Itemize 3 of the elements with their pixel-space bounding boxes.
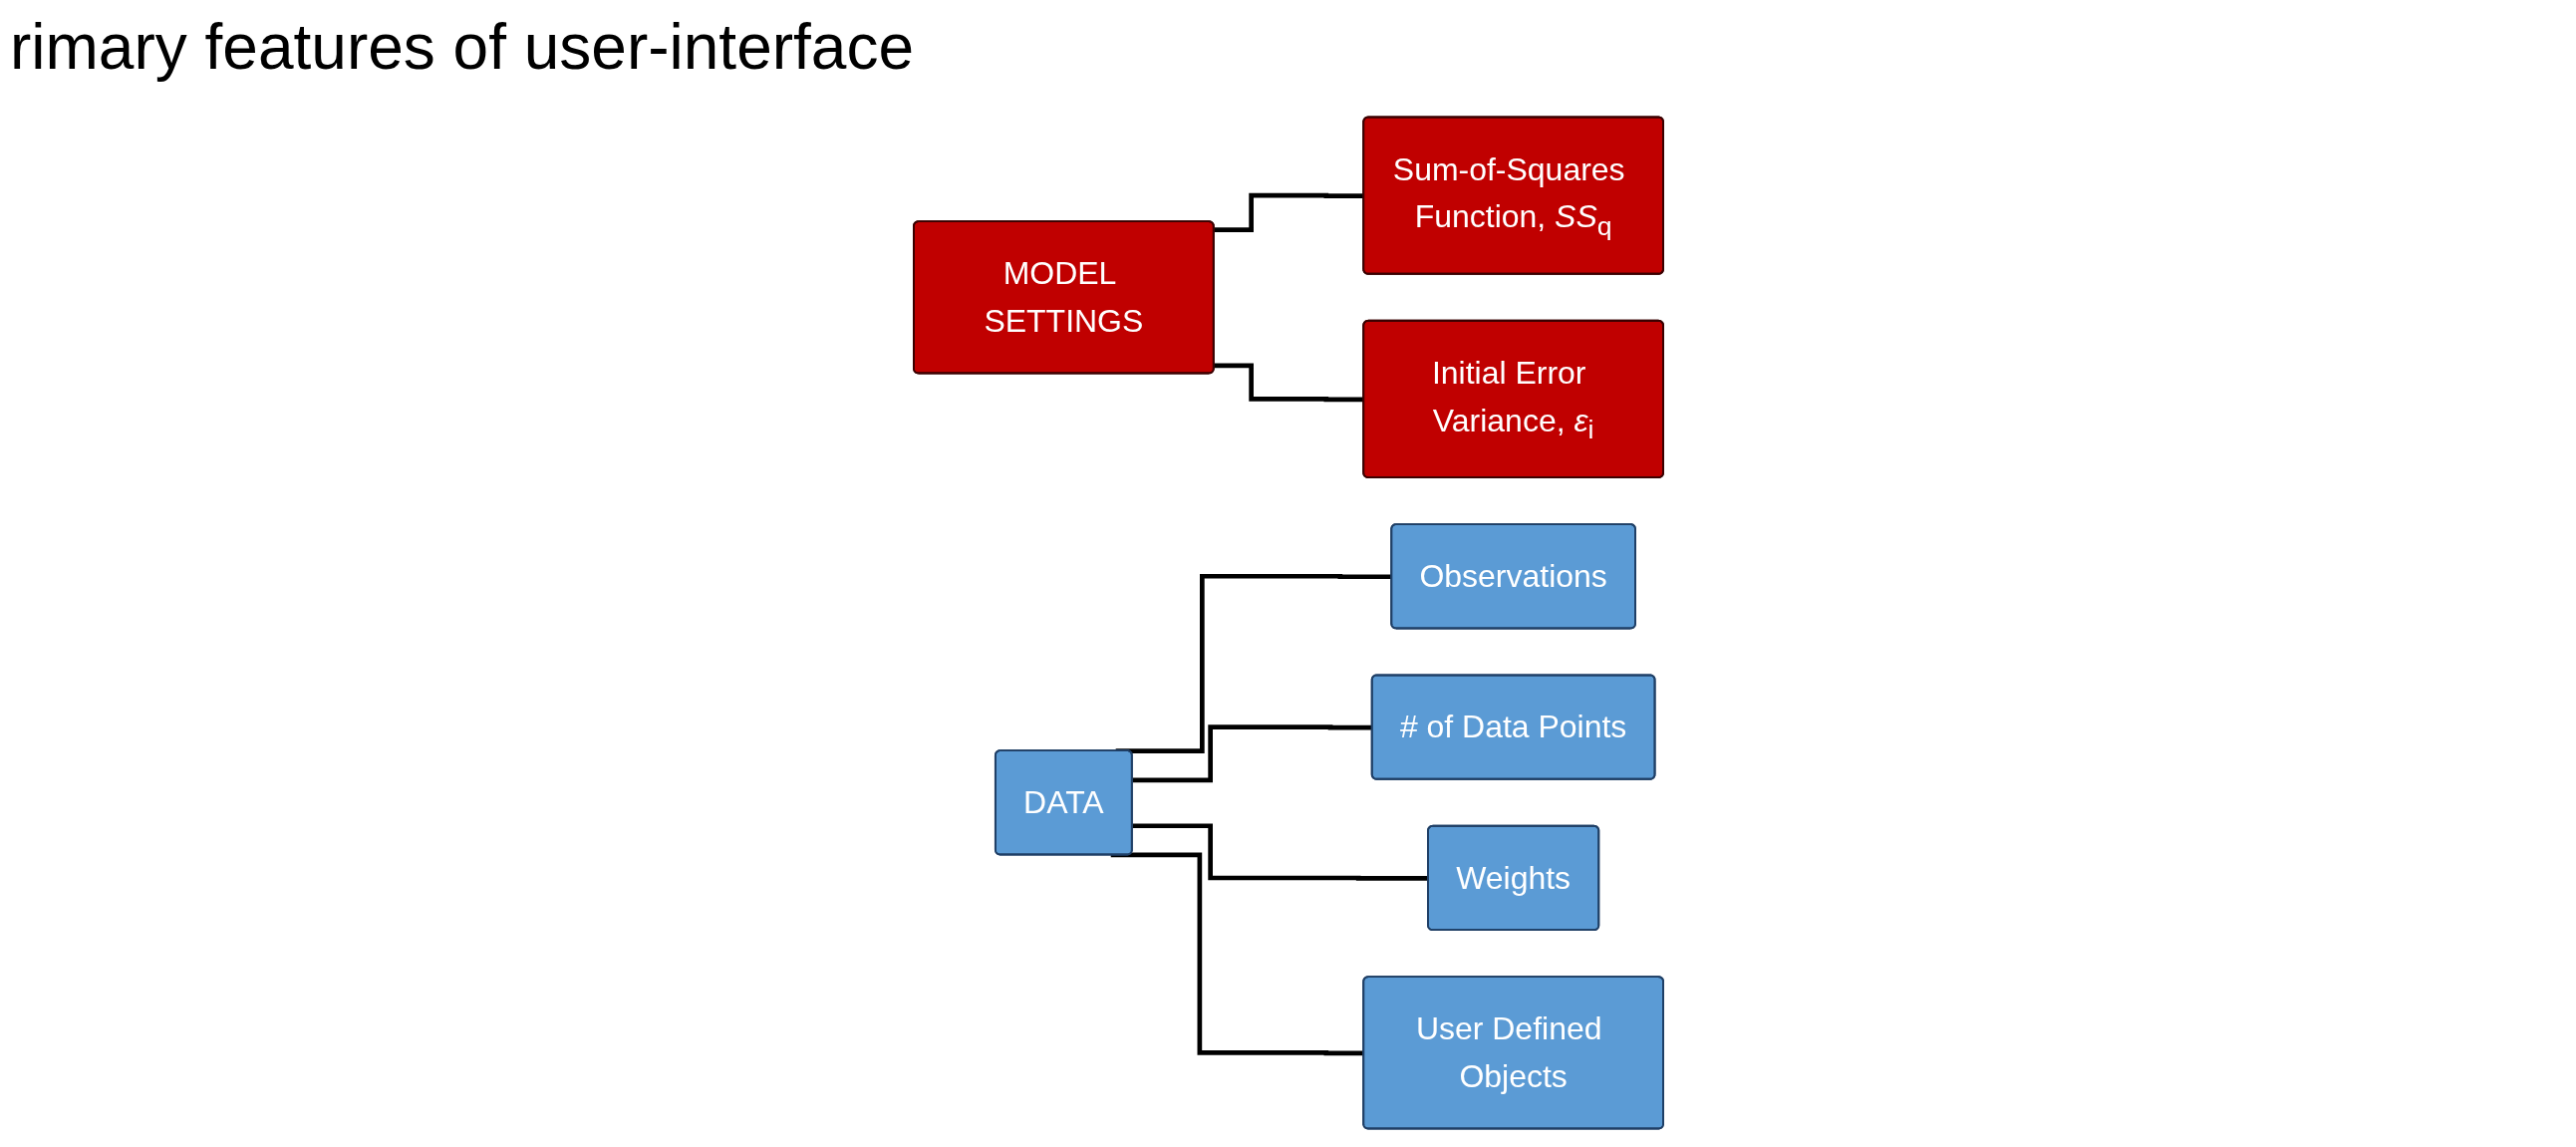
connector [1131, 724, 1372, 783]
connector [1131, 823, 1428, 881]
diagram-title: rimary features of user-interface [10, 10, 914, 84]
